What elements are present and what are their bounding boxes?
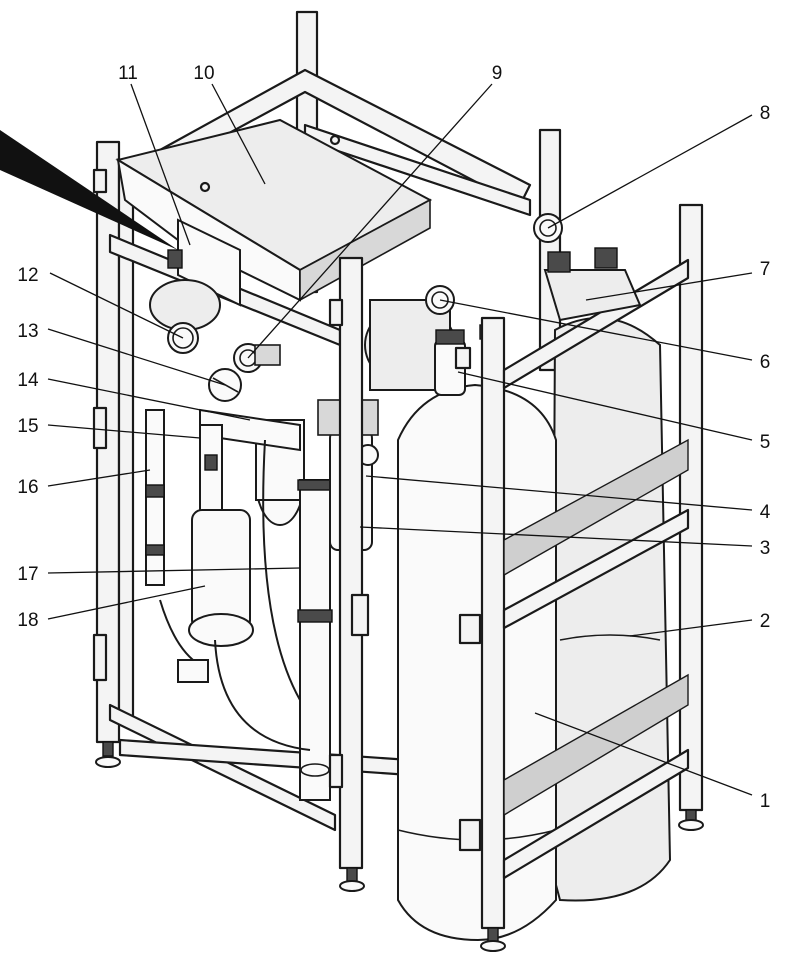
rear-right-upright: [538, 128, 562, 372]
piping: [145, 408, 333, 801]
centre-frame: [328, 256, 370, 892]
callout-8: 8: [760, 103, 771, 124]
callout-18: 18: [17, 610, 38, 631]
control-box-side: [299, 198, 431, 302]
callout-3: 3: [760, 538, 771, 559]
callout-16: 16: [17, 477, 38, 498]
centre-foot: [339, 880, 365, 892]
left-foot: [95, 756, 121, 768]
callout-2: 2: [760, 611, 771, 632]
callout-15: 15: [17, 416, 38, 437]
right-frame: [454, 203, 704, 952]
top-right-fittings: [533, 213, 642, 322]
callout-1: 1: [760, 791, 771, 812]
callout-11: 11: [118, 63, 138, 84]
flow-column-17: [299, 479, 331, 801]
far-right-upright: [678, 203, 704, 812]
callout-10: 10: [193, 63, 214, 84]
leader-lines: [47, 83, 753, 796]
bottom-rail: [118, 738, 412, 777]
left-side-rail-lower: [108, 703, 337, 832]
manifold-7: [543, 269, 642, 322]
callout-5: 5: [760, 432, 771, 453]
callout-14: 14: [17, 370, 39, 391]
left-frame: [92, 140, 412, 832]
callout-17: 17: [17, 564, 38, 585]
callout-7: 7: [760, 259, 771, 280]
front-right-upright: [480, 316, 506, 930]
callout-13: 13: [17, 321, 38, 342]
control-box: [115, 118, 433, 307]
far-right-foot: [678, 819, 704, 831]
front-right-foot: [480, 940, 506, 952]
right-middle-rail: [502, 508, 690, 630]
lower-mesh-shelf: [503, 673, 689, 817]
callout-4: 4: [760, 502, 771, 523]
callout-labels: 1 2 3 4 5 6 7 8 9 10 11 12 13 14 15 16 1…: [17, 63, 770, 812]
pointer-arrow: [0, 130, 178, 250]
callout-12: 12: [17, 265, 38, 286]
callout-9: 9: [492, 63, 503, 84]
right-bottom-rail: [502, 748, 690, 880]
callout-6: 6: [760, 352, 771, 373]
upper-mesh-shelf: [503, 438, 689, 577]
centre-upright: [338, 256, 364, 870]
